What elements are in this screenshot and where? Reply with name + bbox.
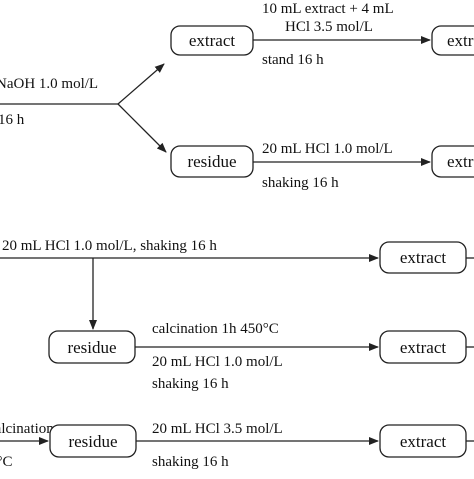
top-extract-result-box: extract xyxy=(431,25,474,56)
middle-residue-box: residue xyxy=(48,330,136,364)
extract-route-below: stand 16 h xyxy=(262,52,324,68)
bottom-residue-box: residue xyxy=(49,424,137,458)
bottom-route-above: 20 mL HCl 3.5 mol/L xyxy=(152,421,283,437)
residue-route-above: 20 mL HCl 1.0 mol/L xyxy=(262,141,393,157)
bottom-left-label-2: 450°C xyxy=(0,454,13,470)
middle-section: 20 mL HCl 1.0 mol/L, shaking 16 h extrac… xyxy=(0,238,474,392)
extract-route-above-1: 10 mL extract + 4 mL xyxy=(262,1,394,17)
top-extract-box: extract xyxy=(170,25,254,56)
bottom-section: calcination 450°C residue 20 mL HCl 3.5 … xyxy=(0,421,474,470)
middle-route-below-1: 20 mL HCl 1.0 mol/L xyxy=(152,354,283,370)
bottom-result-box: extract xyxy=(379,424,467,458)
extract-route-above-2: HCl 3.5 mol/L xyxy=(285,19,373,35)
bottom-left-label-1: calcination xyxy=(0,421,54,437)
bottom-residue-box-label: residue xyxy=(68,432,117,451)
naoh-duration-label: 16 h xyxy=(0,112,25,128)
middle-residue-box-label: residue xyxy=(67,338,116,357)
arrow-to-extract xyxy=(117,63,165,105)
top-residue-result-box: extract xyxy=(431,145,474,178)
residue-route-below: shaking 16 h xyxy=(262,175,339,191)
top-residue-result-box-label: extract xyxy=(447,152,474,171)
middle-extract-box: extract xyxy=(379,241,467,274)
top-extract-box-label: extract xyxy=(189,31,236,50)
naoh-label: NaOH 1.0 mol/L xyxy=(0,76,98,92)
middle-result-box-label: extract xyxy=(400,338,447,357)
arrow-to-residue xyxy=(117,103,167,153)
top-residue-box-label: residue xyxy=(187,152,236,171)
bottom-route-below: shaking 16 h xyxy=(152,454,229,470)
bottom-result-box-label: extract xyxy=(400,432,447,451)
middle-route-label: 20 mL HCl 1.0 mol/L, shaking 16 h xyxy=(2,238,217,254)
top-section: NaOH 1.0 mol/L 16 h extract 10 mL extrac… xyxy=(0,1,474,191)
middle-result-box: extract xyxy=(379,330,467,364)
top-residue-box: residue xyxy=(170,145,254,178)
middle-extract-box-label: extract xyxy=(400,248,447,267)
middle-route-below-2: shaking 16 h xyxy=(152,376,229,392)
top-extract-result-box-label: extract xyxy=(447,31,474,50)
middle-route-above: calcination 1h 450°C xyxy=(152,321,279,337)
